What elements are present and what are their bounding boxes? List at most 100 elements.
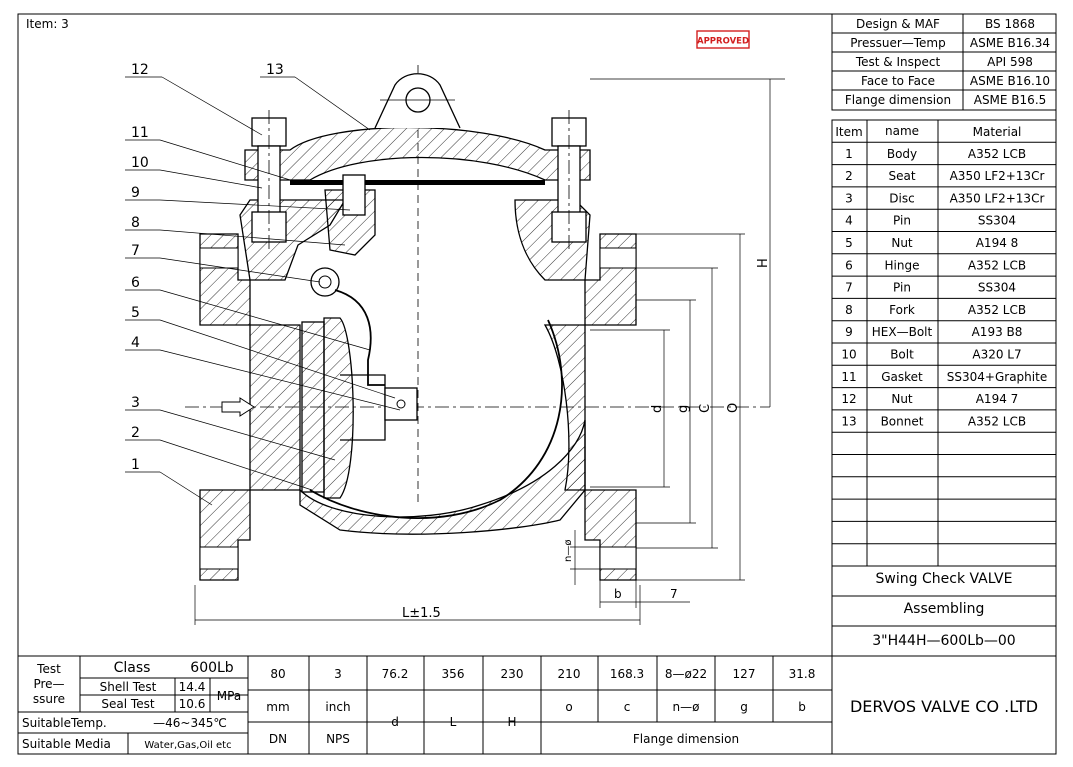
balloon-1: 1 — [131, 457, 140, 473]
bom-material-13: A352 LCB — [968, 414, 1026, 428]
bom-name-1: Body — [887, 147, 917, 161]
dim-C: C — [698, 404, 713, 413]
bom-item-3: 3 — [845, 191, 853, 205]
unit-label-1: inch — [325, 700, 350, 714]
left-bolt-hole-top — [199, 247, 239, 269]
dim-O: O — [726, 403, 741, 413]
left-bolt-assembly — [251, 110, 287, 250]
hex-bolt — [342, 174, 366, 216]
standards-table: Design & MAF BS 1868 Pressuer—Temp ASME … — [831, 13, 1057, 111]
body-inner-curve — [309, 319, 563, 519]
class-value: 600Lb — [190, 660, 234, 676]
standard-value-1: ASME B16.34 — [970, 36, 1050, 50]
bom-material-3: A350 LF2+13Cr — [950, 191, 1045, 205]
L-label: L — [450, 715, 457, 729]
hinge-arm — [334, 289, 385, 386]
balloon-8: 8 — [131, 215, 140, 231]
bom-name-6: Hinge — [885, 258, 920, 272]
disc-nut — [384, 387, 418, 421]
seat-ring — [301, 321, 325, 493]
balloon-13: 13 — [266, 62, 284, 78]
left-bolt-hole-bottom — [199, 546, 239, 570]
bom-item-5: 5 — [845, 236, 853, 250]
gasket — [290, 180, 545, 185]
dimension-value-1: 3 — [334, 667, 342, 681]
d-label: d — [391, 715, 399, 729]
dim-b: b — [614, 587, 622, 601]
suitable-temp-value: —46~345℃ — [153, 716, 227, 730]
balloon-3: 3 — [131, 395, 140, 411]
dimension-value-4: 230 — [501, 667, 524, 681]
unit-label-4: n—ø — [673, 700, 700, 714]
bom-item-2: 2 — [845, 169, 853, 183]
right-bolt-assembly — [551, 110, 587, 250]
standard-name-2: Test & Inspect — [855, 55, 941, 69]
unit-label-0: mm — [266, 700, 289, 714]
bom-name-13: Bonnet — [881, 414, 924, 428]
valve-drawing: 12 13 11 10 9 8 7 6 5 4 3 2 1 — [125, 62, 785, 625]
suitable-media-value: Water,Gas,Oil etc — [144, 740, 231, 751]
unit-label-5: g — [740, 700, 748, 714]
bom-item-1: 1 — [845, 147, 853, 161]
bom-header-item: Item — [835, 125, 862, 139]
bom-name-4: Pin — [893, 214, 911, 228]
standard-name-0: Design & MAF — [856, 17, 940, 31]
disc-pin — [396, 399, 406, 409]
bom-name-8: Fork — [889, 303, 915, 317]
bom-material-8: A352 LCB — [968, 303, 1026, 317]
dimension-value-0: 80 — [270, 667, 285, 681]
test-pressure-label-1: Test — [36, 662, 61, 676]
standard-name-4: Flange dimension — [845, 93, 951, 107]
standard-value-0: BS 1868 — [985, 17, 1035, 31]
balloon-12: 12 — [131, 62, 149, 78]
bom-header-material: Material — [973, 125, 1022, 139]
flange-dimension-label: Flange dimension — [633, 732, 739, 746]
right-bolt-hole-top — [599, 247, 637, 269]
bom-material-2: A350 LF2+13Cr — [950, 169, 1045, 183]
model-number: 3"H44H—600Lb—00 — [872, 633, 1015, 649]
approved-text: APPROVED — [697, 37, 749, 47]
bom-item-7: 7 — [845, 281, 853, 295]
balloon-leaders — [125, 76, 401, 506]
bom-name-11: Gasket — [881, 370, 923, 384]
bom-name-5: Nut — [891, 236, 913, 250]
balloon-2: 2 — [131, 425, 140, 441]
bom-item-9: 9 — [845, 325, 853, 339]
bom-material-6: A352 LCB — [968, 258, 1026, 272]
dimension-value-8: 127 — [733, 667, 756, 681]
disc — [323, 317, 354, 499]
pressure-unit: MPa — [217, 689, 241, 703]
balloon-5: 5 — [131, 305, 140, 321]
right-bolt-hole-bottom — [599, 546, 637, 570]
balloon-6: 6 — [131, 275, 140, 291]
bom-item-13: 13 — [841, 414, 856, 428]
approved-stamp: APPROVED — [696, 30, 750, 49]
bom-item-11: 11 — [841, 370, 856, 384]
unit-label-6: b — [798, 700, 806, 714]
bom-header-name: name — [885, 124, 919, 138]
drawing-type: Assembling — [904, 601, 985, 617]
standard-name-1: Pressuer—Temp — [850, 36, 945, 50]
bom-item-10: 10 — [841, 348, 856, 362]
bom-name-10: Bolt — [890, 348, 914, 362]
bom-material-7: SS304 — [978, 281, 1016, 295]
standard-value-4: ASME B16.5 — [974, 93, 1047, 107]
bom-item-6: 6 — [845, 258, 853, 272]
dim-L: L±1.5 — [402, 606, 441, 621]
nps-label: NPS — [326, 732, 350, 746]
dimension-value-3: 356 — [442, 667, 465, 681]
standard-value-3: ASME B16.10 — [970, 74, 1050, 88]
H-label: H — [507, 715, 516, 729]
balloon-10: 10 — [131, 155, 149, 171]
dimension-value-2: 76.2 — [382, 667, 409, 681]
dimension-value-6: 168.3 — [610, 667, 644, 681]
bom-name-12: Nut — [891, 392, 913, 406]
balloon-7: 7 — [131, 243, 140, 259]
body-right-wall — [543, 324, 586, 491]
bottom-table: Test Pre— ssure Class 600Lb Shell Test 1… — [18, 655, 1056, 754]
bom-item-12: 12 — [841, 392, 856, 406]
dim-d: d — [650, 405, 665, 413]
dim-g: g — [676, 405, 691, 413]
bom-material-11: SS304+Graphite — [947, 370, 1047, 384]
